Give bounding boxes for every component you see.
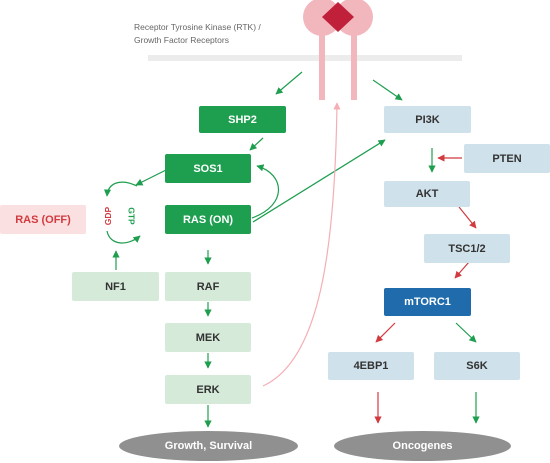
arrow-erk-feedback: [262, 102, 341, 387]
node-shp2: SHP2: [199, 106, 286, 133]
node-erk: ERK: [165, 375, 251, 404]
node-pten: PTEN: [464, 144, 550, 173]
cycle-arc-bottom: [106, 230, 141, 244]
rtk-label: Receptor Tyrosine Kinase (RTK) / Growth …: [134, 21, 261, 47]
arrow-mtorc1-4ebp1: [375, 322, 396, 343]
node-nf1: NF1: [72, 272, 159, 301]
arrow-mtorc1-s6k: [455, 322, 477, 343]
node-ras-off: RAS (OFF): [0, 205, 86, 234]
gdp-label: GDP: [103, 206, 114, 226]
arrow-shp2-sos1: [249, 137, 264, 151]
node-tsc: TSC1/2: [424, 234, 510, 263]
node-akt: AKT: [384, 181, 470, 207]
node-mek: MEK: [165, 323, 251, 352]
outcome-growth-survival: Growth, Survival: [119, 431, 298, 461]
arrow-ras-sos1-loop: [251, 164, 280, 219]
arrow-sos1-cycle: [135, 169, 167, 186]
arrow-rtk-shp2: [275, 71, 303, 95]
cycle-arc-top: [103, 181, 138, 197]
gtp-label: GTP: [126, 207, 137, 225]
arrow-rtk-pi3k: [372, 79, 403, 101]
rtk-label-line2: Growth Factor Receptors: [134, 35, 229, 45]
node-pi3k: PI3K: [384, 106, 471, 133]
node-s6k: S6K: [434, 352, 520, 380]
arrow-akt-tsc: [458, 206, 477, 229]
cell-membrane: [148, 55, 462, 61]
node-ras-on: RAS (ON): [165, 205, 251, 234]
rtk-label-line1: Receptor Tyrosine Kinase (RTK) /: [134, 22, 261, 32]
node-raf: RAF: [165, 272, 251, 301]
arrow-tsc-mtorc1: [454, 261, 470, 279]
node-mtorc1: mTORC1: [384, 288, 471, 316]
rtk-receptor-icon: [303, 0, 373, 100]
node-4ebp1: 4EBP1: [328, 352, 414, 380]
outcome-oncogenes: Oncogenes: [334, 431, 511, 461]
arrow-ras-pi3k: [252, 139, 386, 223]
node-sos1: SOS1: [165, 154, 251, 183]
